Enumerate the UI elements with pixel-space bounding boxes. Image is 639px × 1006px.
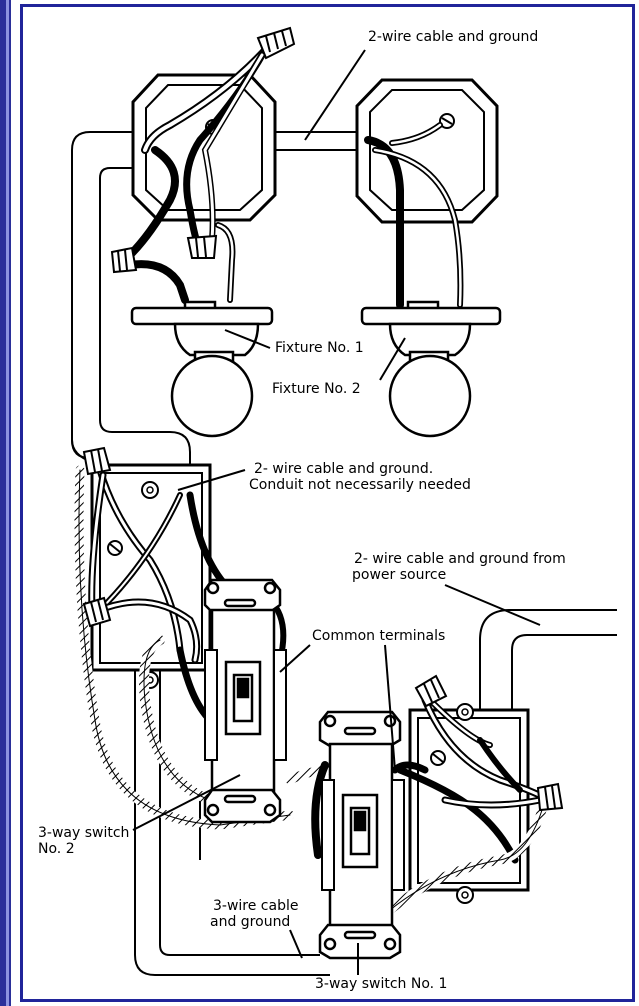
fixture-2 <box>360 300 502 438</box>
wire-nut-icon <box>256 26 296 60</box>
fixture2-wires <box>364 122 464 309</box>
fixture1-wires <box>126 41 274 304</box>
label-switch2-line1: 3-way switch <box>38 825 130 841</box>
label-top-cable: 2-wire cable and ground <box>368 29 539 45</box>
label-mid-cable-line2: Conduit not necessarily needed <box>249 477 471 493</box>
label-fixture-2: Fixture No. 2 <box>272 381 361 397</box>
label-power-line2: power source <box>352 567 447 583</box>
wire-nut-icon <box>536 782 564 812</box>
wire-nut-icon <box>414 674 448 708</box>
switch1-wires <box>311 696 550 915</box>
label-switch2-line2: No. 2 <box>38 841 75 857</box>
wire-nut-icon <box>82 446 112 476</box>
wire-nut-icon <box>82 596 112 628</box>
label-switch-1: 3-way switch No. 1 <box>315 976 448 992</box>
cable-runs <box>71 131 617 976</box>
label-threewire-line1: 3-wire cable <box>213 898 299 914</box>
wire-nut-icon <box>186 234 218 259</box>
three-way-switch-2 <box>203 578 287 824</box>
label-power-line1: 2- wire cable and ground from <box>354 551 566 567</box>
left-border-stripe <box>0 0 11 1006</box>
fixture-box-2 <box>355 78 499 224</box>
label-fixture-1: Fixture No. 1 <box>275 340 364 356</box>
label-common-terminals: Common terminals <box>312 628 446 644</box>
label-threewire-line2: and ground <box>210 914 291 930</box>
fixture-1 <box>130 300 274 438</box>
left-border-stripe-highlight <box>6 0 9 1006</box>
wire-nut-icon <box>110 246 138 274</box>
label-mid-cable-line1: 2- wire cable and ground. <box>254 461 434 477</box>
three-way-switch-1 <box>318 710 405 960</box>
leader-lines <box>132 49 541 975</box>
